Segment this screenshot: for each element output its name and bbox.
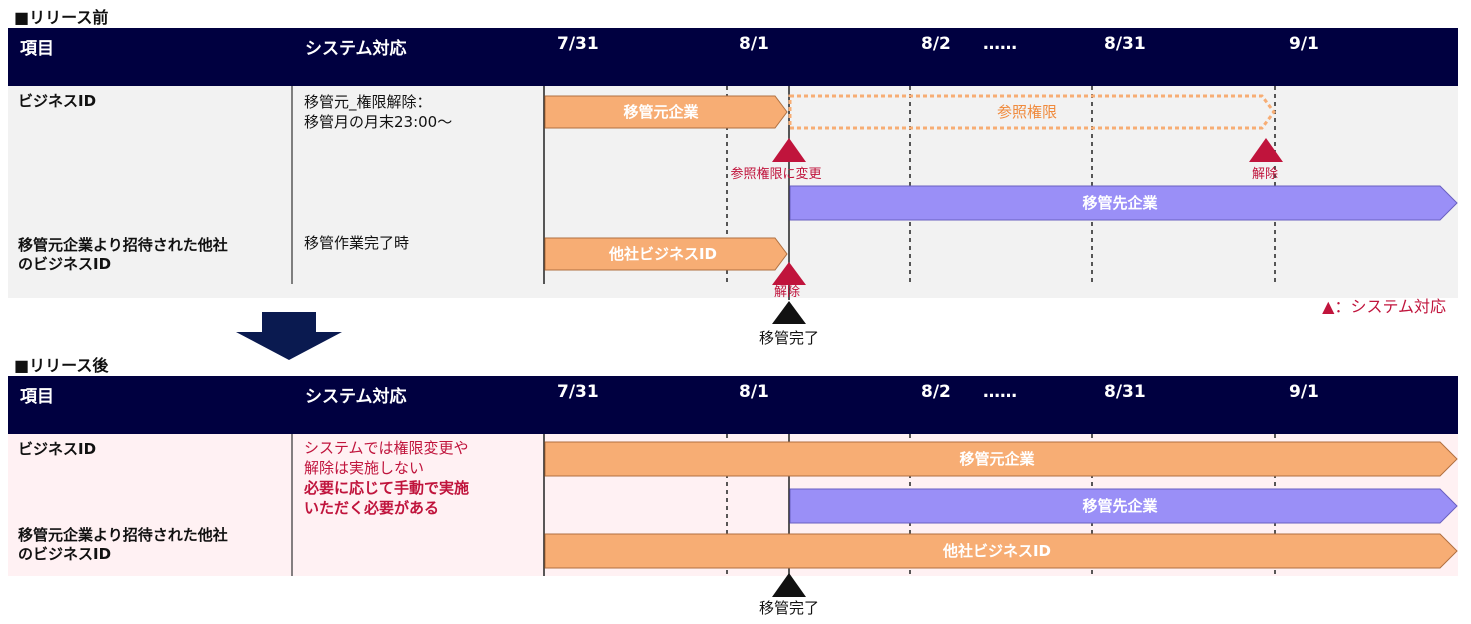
before-bar-source-label: 移管元企業 [623,103,699,121]
before-header: 項目 システム対応 7/31 8/1 8/2 …… 8/31 9/1 [8,28,1458,86]
before-header-date-731: 7/31 [557,34,599,54]
down-arrow-icon [236,312,342,360]
before-bar-destination-label: 移管先企業 [1082,194,1158,212]
after-note-bold-line-1: 必要に応じて手動で実施 [304,479,470,497]
before-marker-complete [772,301,806,324]
legend-system-response: ▲：システム対応 [1322,297,1446,316]
before-row-business-id: ビジネスID [18,92,97,110]
before-marker-release-2 [772,262,806,285]
before-marker-release-1 [1249,138,1283,162]
after-header: 項目 システム対応 7/31 8/1 8/2 …… 8/31 9/1 [8,376,1458,434]
after-row-invited-line-2: のビジネスID [18,545,112,563]
after-section-title: ■リリース後 [14,356,109,375]
before-row-invited-business-id: 移管元企業より招待された他社 のビジネスID [18,236,228,274]
before-bar-source [544,95,788,129]
after-header-ellipsis: …… [983,382,1017,402]
after-header-date-731: 7/31 [557,382,599,402]
after-note-bold-line-2: いただく必要がある [304,499,440,517]
before-note-line-2: 移管月の月末23:00～ [304,113,453,131]
before-header-date-81: 8/1 [739,34,769,54]
before-bar-other-label: 他社ビジネスID [608,245,717,263]
before-row-invited-line-1: 移管元企業より招待された他社 [18,236,228,254]
after-header-date-831: 8/31 [1104,382,1146,402]
after-row-invited-line-1: 移管元企業より招待された他社 [18,526,228,544]
after-header-date-81: 8/1 [739,382,769,402]
after-marker-complete [772,573,806,597]
after-bar-other-label: 他社ビジネスID [942,542,1051,560]
before-note-line-1: 移管元_権限解除： [304,93,432,111]
before-marker-release-2-label: 解除 [774,285,800,300]
after-note-line-1: システムでは権限変更や [304,439,469,457]
after-header-system: システム対応 [305,387,407,407]
before-row-invited-note: 移管作業完了時 [304,234,410,252]
before-complete-label: 移管完了 [759,329,819,347]
before-header-system: システム対応 [305,39,407,59]
before-row-business-id-note: 移管元_権限解除： 移管月の月末23:00～ [304,92,452,132]
before-header-date-91: 9/1 [1289,34,1319,54]
after-header-item: 項目 [20,387,54,407]
after-bar-source-label: 移管元企業 [959,450,1035,468]
after-bar-destination [789,488,1458,524]
after-complete-label: 移管完了 [759,599,819,617]
after-bar-other [544,533,1458,569]
before-header-ellipsis: …… [983,34,1017,54]
after-header-date-91: 9/1 [1289,382,1319,402]
after-row-business-id: ビジネスID [18,440,97,458]
after-bar-destination-label: 移管先企業 [1082,497,1158,515]
before-row-invited-line-2: のビジネスID [18,255,112,273]
before-bar-reference [788,94,1276,130]
before-bar-reference-label: 参照権限 [997,103,1057,121]
before-header-item: 項目 [20,39,54,59]
after-header-date-82: 8/2 [921,382,951,402]
before-bar-other [544,237,788,271]
before-header-date-831: 8/31 [1104,34,1146,54]
before-header-date-82: 8/2 [921,34,951,54]
before-marker-release-1-label: 解除 [1252,167,1278,182]
after-bar-source [544,441,1458,477]
before-marker-change [772,138,806,162]
after-row-invited-business-id: 移管元企業より招待された他社 のビジネスID [18,526,228,564]
before-bar-destination [789,185,1458,221]
after-system-note: システムでは権限変更や 解除は実施しない 必要に応じて手動で実施 いただく必要が… [304,438,469,518]
before-section-title: ■リリース前 [14,8,109,27]
after-note-line-2: 解除は実施しない [304,459,425,477]
before-marker-change-label: 参照権限に変更 [730,166,821,182]
